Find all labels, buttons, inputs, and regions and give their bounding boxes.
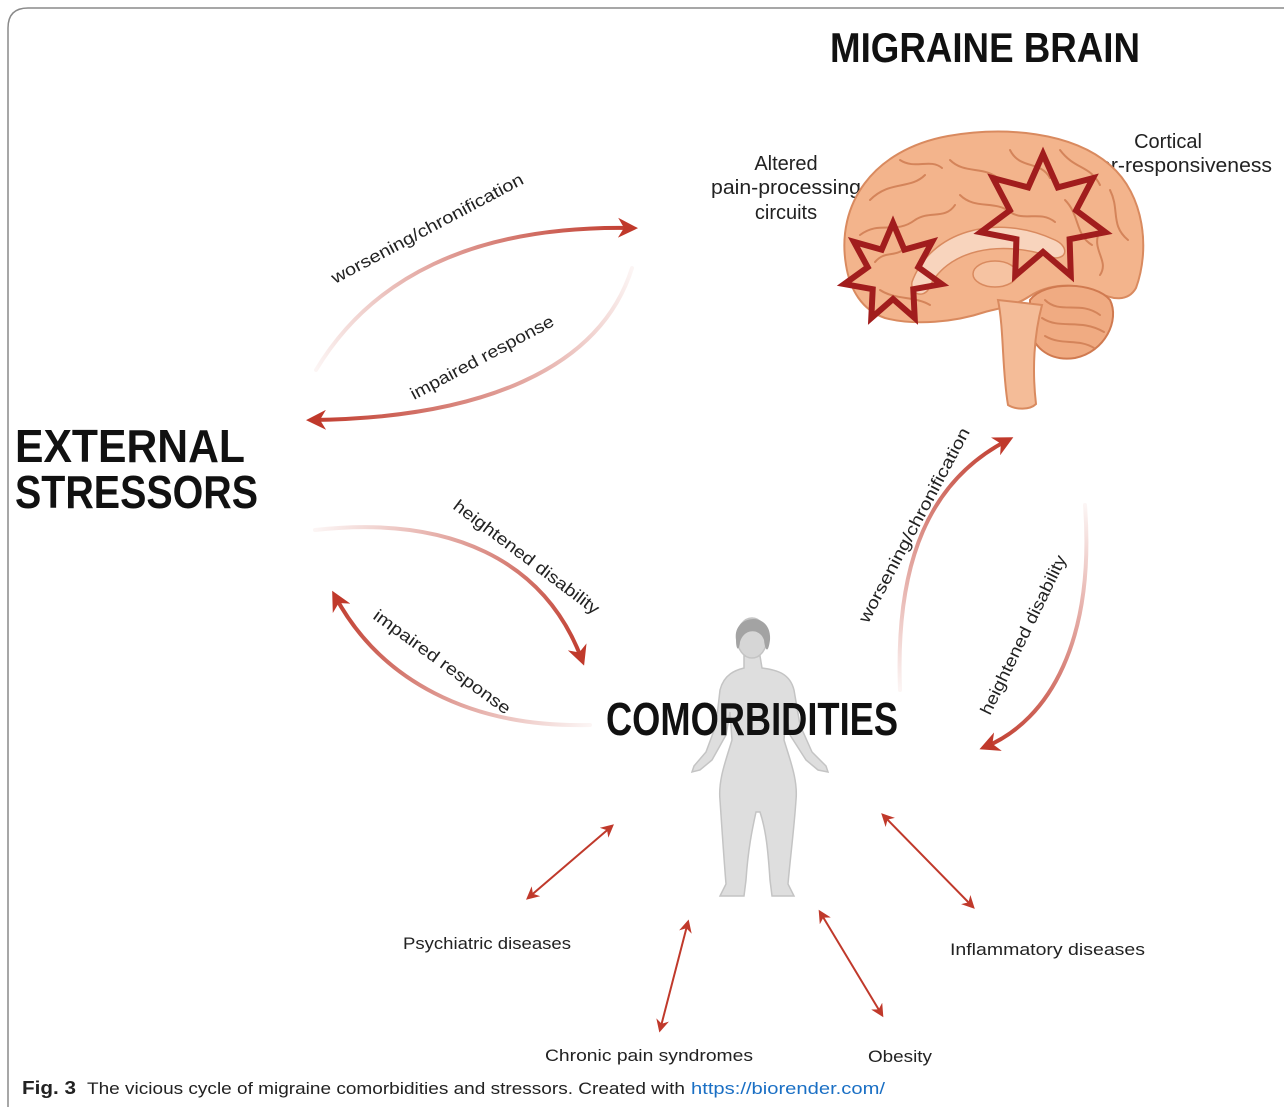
label-stressors-to-comorbidities: heightened disability bbox=[450, 496, 604, 619]
link-arrow-obesity bbox=[818, 909, 884, 1018]
hotspot-star-pain-circuits bbox=[836, 215, 950, 325]
altered-label-line-3: circuits bbox=[755, 202, 817, 224]
brain-title: MIGRAINE BRAIN bbox=[830, 24, 1140, 71]
arrow-brain-to-comorbidities bbox=[979, 503, 1089, 751]
caption-label: Fig. 3 bbox=[22, 1078, 76, 1098]
comorbidity-psychiatric: Psychiatric diseases bbox=[403, 934, 571, 953]
brain-corpus-callosum bbox=[911, 226, 1066, 295]
link-arrow-chronic-pain bbox=[656, 919, 692, 1033]
arrow-stressors-to-comorbidities bbox=[313, 525, 587, 666]
human-figure-icon bbox=[690, 617, 830, 897]
cortical-label-line-1: Cortical bbox=[1134, 131, 1202, 153]
brain-illustration bbox=[836, 130, 1145, 410]
altered-label-line-1: Altered bbox=[754, 153, 817, 175]
label-brain-to-comorbidities: heightened disability bbox=[977, 552, 1071, 718]
arrow-comorbidities-to-stressors bbox=[332, 590, 592, 728]
caption-link[interactable]: https://biorender.com/ bbox=[691, 1079, 885, 1098]
caption-text: The vicious cycle of migraine comorbidit… bbox=[87, 1079, 685, 1098]
comorbidity-obesity: Obesity bbox=[868, 1047, 933, 1066]
comorbidity-chronic-pain: Chronic pain syndromes bbox=[545, 1046, 753, 1065]
link-arrow-psychiatric bbox=[526, 824, 614, 900]
link-arrow-inflammatory bbox=[881, 813, 975, 909]
figure-body bbox=[690, 655, 830, 897]
cerebellum-folia bbox=[1041, 299, 1105, 349]
figure-hair bbox=[735, 618, 771, 650]
brain-brainstem bbox=[996, 298, 1044, 410]
arrow-brain-to-stressors bbox=[306, 266, 634, 430]
comorbidity-inflammatory: Inflammatory diseases bbox=[950, 940, 1145, 959]
arrow-comorbidities-to-brain bbox=[897, 437, 1014, 692]
comorbidities-title: COMORBIDITIES bbox=[606, 693, 898, 745]
arrow-stressors-to-brain bbox=[314, 217, 638, 372]
brain-thalamus bbox=[972, 260, 1018, 288]
label-brain-to-stressors: impaired response bbox=[407, 312, 557, 404]
figure-frame bbox=[7, 7, 1284, 1107]
label-comorbidities-to-stressors: impaired response bbox=[370, 606, 515, 718]
stressors-title-line-2: STRESSORS bbox=[15, 466, 258, 518]
label-stressors-to-brain: worsening/chronification bbox=[327, 170, 527, 288]
brain-cerebellum bbox=[1029, 284, 1115, 360]
altered-label-line-2: pain-processing bbox=[711, 177, 861, 199]
label-comorbidities-to-brain: worsening/chronification bbox=[854, 424, 974, 626]
stressors-title-line-1: EXTERNAL bbox=[15, 420, 245, 472]
hotspot-star-cortex bbox=[973, 146, 1113, 283]
